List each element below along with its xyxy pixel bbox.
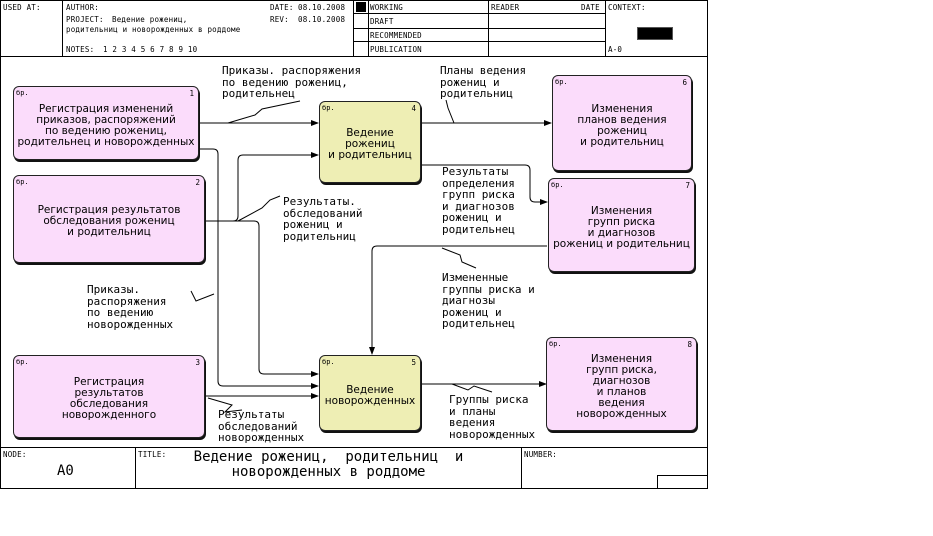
- diagram-title-line1: Ведение рожениц, родительниц и: [193, 449, 464, 465]
- box-prefix: бр.: [322, 358, 335, 366]
- node-value: A0: [57, 463, 74, 479]
- box-prefix: бр.: [549, 340, 562, 348]
- header-row-rule: [353, 28, 605, 29]
- box-label: Регистрация результатов обследования нов…: [61, 376, 157, 421]
- header-divider: [62, 0, 63, 56]
- date-label: DATE:: [270, 3, 294, 12]
- header-row-rule: [353, 41, 605, 42]
- context-label: CONTEXT:: [608, 3, 646, 12]
- box-prefix: бр.: [555, 78, 568, 86]
- box-prefix: бр.: [16, 358, 29, 366]
- arrow-label-newborn-exam-results: Результаты обследований новорожденных: [218, 408, 305, 444]
- box-number: 3: [195, 358, 200, 367]
- box-label: Регистрация результатов обследования рож…: [37, 204, 181, 238]
- activity-box-2[interactable]: бр. 2 Регистрация результатов обследован…: [13, 175, 205, 263]
- arrow-connectors: [190, 99, 552, 413]
- node-label: NODE:: [3, 450, 27, 459]
- activity-box-4[interactable]: бр. 4 Ведение рожениц и родительниц: [319, 101, 421, 183]
- footer-divider: [135, 447, 136, 489]
- box-number: 2: [195, 178, 200, 187]
- activity-box-3[interactable]: бр. 3 Регистрация результатов обследован…: [13, 355, 205, 438]
- box-prefix: бр.: [322, 104, 335, 112]
- header-row-rule: [353, 13, 605, 14]
- context-thumbnail[interactable]: [637, 27, 673, 40]
- project-name-line2: родительниц и новорожденных в роддоме: [66, 25, 241, 34]
- box-number: 6: [682, 78, 687, 87]
- status-draft[interactable]: DRAFT: [370, 17, 394, 26]
- box-number: 5: [411, 358, 416, 367]
- header-divider: [605, 0, 606, 56]
- box-number: 7: [685, 181, 690, 190]
- arrow-label-orders-mothers: Приказы. распоряжения по ведению рожениц…: [222, 64, 362, 100]
- date-value: 08.10.2008: [298, 3, 346, 12]
- box-prefix: бр.: [551, 181, 564, 189]
- reader-label: READER: [491, 3, 520, 12]
- notes-numbers[interactable]: 1 2 3 4 5 6 7 8 9 10: [103, 45, 198, 54]
- footer-top-rule: [0, 447, 708, 448]
- arrow-label-risk-group-results: Результаты определения групп риска и диа…: [442, 165, 515, 236]
- box-label: Ведение рожениц и родительниц: [328, 127, 412, 161]
- rev-label: REV:: [270, 15, 289, 24]
- activity-box-5[interactable]: бр. 5 Ведение новорожденных: [319, 355, 421, 431]
- box-number: 8: [687, 340, 692, 349]
- status-working[interactable]: WORKING: [370, 3, 404, 12]
- status-recommended[interactable]: RECOMMENDED: [370, 31, 422, 40]
- activity-box-7[interactable]: бр. 7 Изменения групп риска и диагнозов …: [548, 178, 695, 272]
- reader-date-label: DATE: [581, 3, 600, 12]
- arrow-label-newborn-risk-plans: Группы риска и планы ведения новорожденн…: [449, 393, 536, 441]
- author-label: AUTHOR:: [66, 3, 100, 12]
- header-bottom-rule: [0, 56, 708, 57]
- footer-corner-cell: [657, 475, 708, 489]
- box-label: Изменения групп риска и диагнозов рожени…: [553, 204, 690, 250]
- rev-value: 08.10.2008: [298, 15, 346, 24]
- activity-box-8[interactable]: бр. 8 Изменения групп риска, диагнозов и…: [546, 337, 697, 431]
- box-label: Изменения планов ведения рожениц и родит…: [577, 102, 667, 148]
- status-publication[interactable]: PUBLICATION: [370, 45, 422, 54]
- arrow-label-mother-exam-results: Результаты. обследований рожениц и родит…: [283, 195, 363, 243]
- working-status-marker: [356, 2, 366, 12]
- diagram-title: Ведение рожениц, родительниц и новорожде…: [136, 450, 521, 480]
- footer-divider: [521, 447, 522, 489]
- diagram-title-line2: новорожденных в роддоме: [231, 464, 426, 480]
- project-label: PROJECT:: [66, 15, 104, 24]
- box-label: Ведение новорожденных: [324, 383, 416, 407]
- context-node: A-0: [608, 45, 623, 54]
- number-label: NUMBER:: [524, 450, 558, 459]
- arrow-label-mother-plans: Планы ведения рожениц и родительниц: [440, 64, 527, 100]
- project-name-line1: Ведение рожениц,: [112, 15, 188, 24]
- box-prefix: бр.: [16, 178, 29, 186]
- used-at-label: USED AT:: [3, 3, 41, 12]
- box-label: Регистрация изменений приказов, распоряж…: [17, 102, 195, 148]
- activity-box-6[interactable]: бр. 6 Изменения планов ведения рожениц и…: [552, 75, 692, 171]
- arrow-label-changed-risk-groups: Измененные группы риска и диагнозы рожен…: [442, 271, 535, 330]
- box-prefix: бр.: [16, 89, 29, 97]
- arrow-label-orders-newborns: Приказы. распоряжения по ведению новорож…: [87, 283, 174, 331]
- box-label: Изменения групп риска, диагнозов и плано…: [576, 352, 667, 420]
- idef0-frame: [0, 0, 708, 489]
- box-number: 4: [411, 104, 416, 113]
- activity-box-1[interactable]: бр. 1 Регистрация изменений приказов, ра…: [13, 86, 199, 160]
- notes-label: NOTES:: [66, 45, 95, 54]
- title-label: TITLE:: [138, 450, 167, 459]
- box-number: 1: [189, 89, 194, 98]
